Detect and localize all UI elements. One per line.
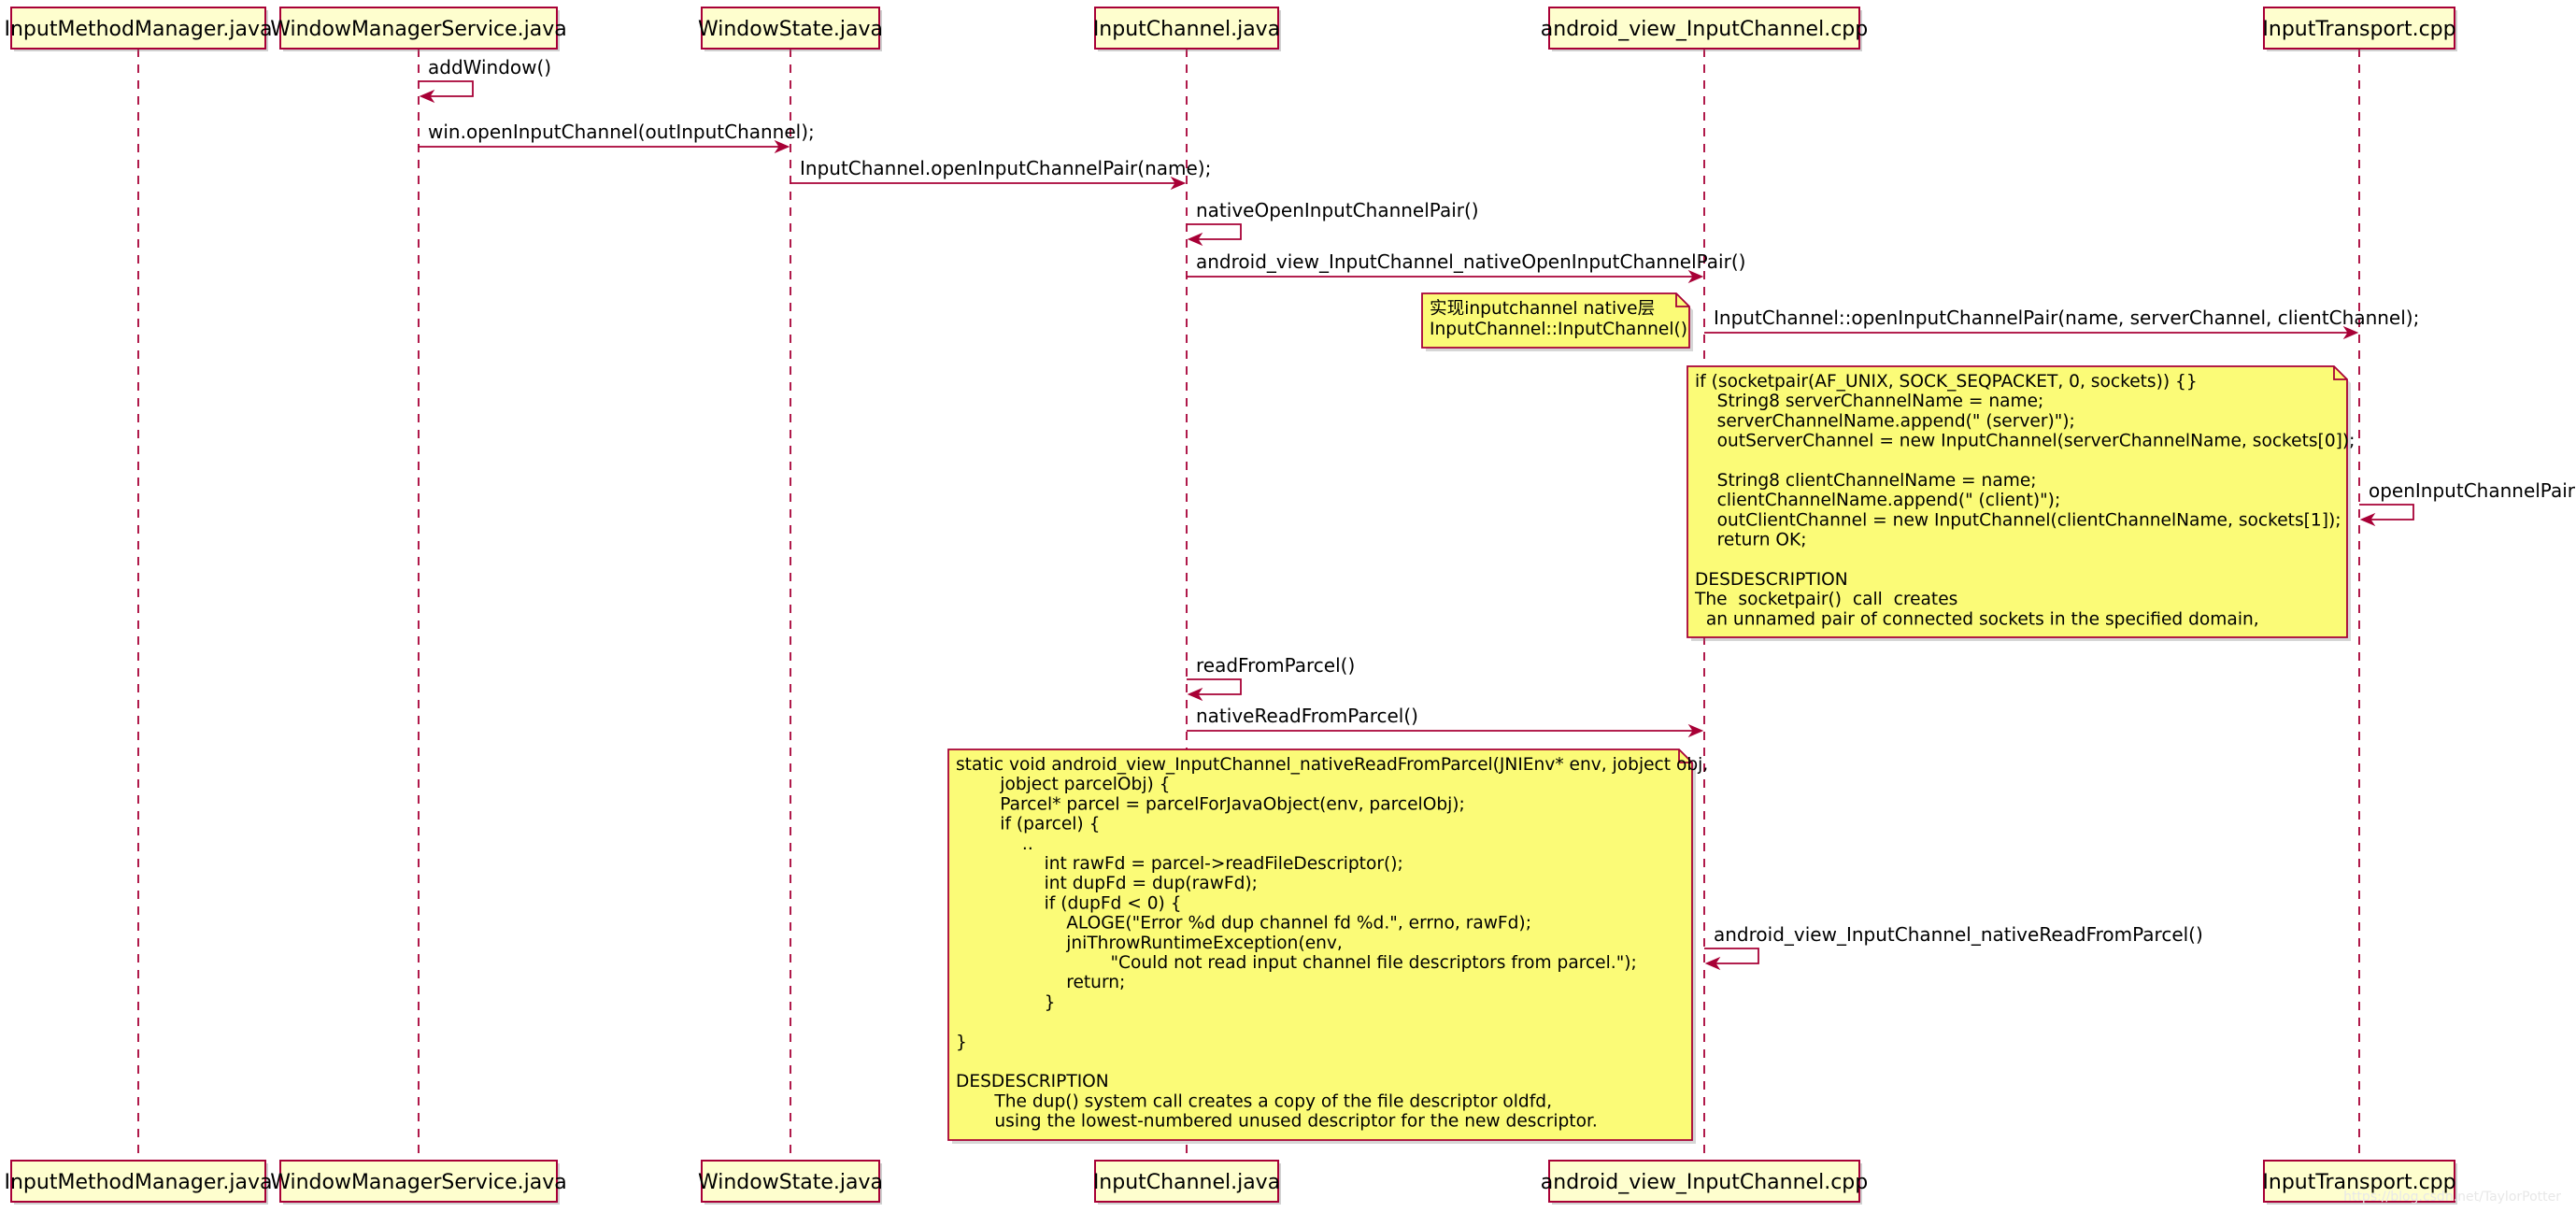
note-text: static void android_view_InputChannel_na… — [956, 755, 1708, 1132]
note-line: static void android_view_InputChannel_na… — [956, 755, 1708, 775]
note-line: an unnamed pair of connected sockets in … — [1695, 609, 2259, 629]
message-android-view-inputchannel-nativereadfromparcel: android_view_InputChannel_nativeReadFrom… — [1704, 923, 2203, 971]
message-label: nativeOpenInputChannelPair() — [1196, 199, 1479, 221]
self-message-arrow — [2359, 504, 2414, 520]
note-line: The socketpair() call creates — [1694, 590, 1957, 609]
participant-label: android_view_InputChannel.cpp — [1541, 1171, 1868, 1194]
note-line: jobject parcelObj) { — [956, 775, 1171, 794]
self-message-arrow — [419, 80, 474, 97]
message-inputchannel-openinputchannelpair-name: InputChannel.openInputChannelPair(name); — [790, 157, 1211, 191]
arrowhead — [1687, 723, 1704, 738]
participant-label: WindowState.java — [698, 1171, 883, 1194]
message-readfromparcel: readFromParcel() — [1187, 654, 1355, 702]
participant-top-inputtransport-cpp: InputTransport.cpp — [2262, 7, 2457, 51]
note-line: return OK; — [1695, 531, 1807, 550]
note-line: Parcel* parcel = parcelForJavaObject(env… — [956, 794, 1465, 814]
note-line: outServerChannel = new InputChannel(serv… — [1695, 432, 2355, 451]
message-label: android_view_InputChannel_nativeReadFrom… — [1714, 923, 2203, 946]
note-line: outClientChannel = new InputChannel(clie… — [1695, 510, 2341, 530]
participant-label: WindowState.java — [698, 18, 883, 41]
note-line: String8 clientChannelName = name; — [1695, 471, 2037, 491]
participant-label: WindowManagerService.java — [270, 1171, 567, 1194]
note-line: int dupFd = dup(rawFd); — [956, 874, 1258, 893]
arrowhead — [2342, 325, 2359, 340]
arrowhead — [1187, 232, 1203, 247]
note-line: DESDESCRIPTION — [956, 1072, 1109, 1091]
participant-top-windowmanagerservice-java: WindowManagerService.java — [270, 7, 567, 51]
participant-label: InputMethodManager.java — [5, 1171, 273, 1194]
note-line: 实现inputchannel native层 — [1430, 299, 1655, 319]
message-label: readFromParcel() — [1196, 654, 1355, 677]
message-label: addWindow() — [428, 56, 551, 78]
participant-label: InputChannel.java — [1093, 18, 1280, 41]
note-line: int rawFd = parcel->readFileDescriptor()… — [956, 854, 1403, 874]
participant-bottom-inputtransport-cpp: InputTransport.cpp — [2262, 1160, 2457, 1205]
arrowhead — [1687, 269, 1704, 284]
note-3: static void android_view_InputChannel_na… — [947, 749, 1708, 1144]
message-openinputchannelpair: openInputChannelPair() — [2359, 479, 2576, 527]
note-line: ALOGE("Error %d dup channel fd %d.", err… — [956, 914, 1531, 934]
note-line: The dup() system call creates a copy of … — [956, 1091, 1552, 1111]
message-label: InputChannel::openInputChannelPair(name,… — [1714, 307, 2419, 329]
message-label: InputChannel.openInputChannelPair(name); — [800, 157, 1211, 179]
participant-top-inputmethodmanager-java: InputMethodManager.java — [5, 7, 273, 51]
note-line: clientChannelName.append(" (client)"); — [1695, 491, 2060, 510]
participant-top-android-view-inputchannel-cpp: android_view_InputChannel.cpp — [1541, 7, 1868, 51]
message-label: nativeReadFromParcel() — [1196, 705, 1418, 727]
message-nativereadfromparcel: nativeReadFromParcel() — [1187, 705, 1704, 738]
participant-label: InputTransport.cpp — [2262, 1171, 2455, 1194]
message-inputchannel-openinputchannelpair-name-serverchannel-clientchannel: InputChannel::openInputChannelPair(name,… — [1704, 307, 2419, 340]
participant-label: InputChannel.java — [1093, 1171, 1280, 1194]
note-line: serverChannelName.append(" (server)"); — [1695, 411, 2075, 431]
self-message-arrow — [1704, 948, 1759, 964]
message-android-view-inputchannel-nativeopeninputchannelpair: android_view_InputChannel_nativeOpenInpu… — [1187, 250, 1745, 284]
self-message-arrow — [1187, 223, 1242, 240]
watermark: https://blog.csdn.net/TaylorPotter — [2343, 1190, 2561, 1205]
participant-top-inputchannel-java: InputChannel.java — [1093, 7, 1281, 51]
note-line: using the lowest-numbered unused descrip… — [956, 1112, 1598, 1132]
message-win-openinputchannel-outinputchannel: win.openInputChannel(outInputChannel); — [419, 121, 815, 154]
note-line: return; — [956, 973, 1125, 992]
participant-bottom-windowstate-java: WindowState.java — [698, 1160, 883, 1205]
note-line: if (dupFd < 0) { — [956, 893, 1182, 913]
note-line: .. — [956, 834, 1033, 854]
note-line: } — [956, 1033, 967, 1052]
note-line: DESDESCRIPTION — [1695, 570, 1848, 590]
arrowhead — [2359, 512, 2376, 527]
arrowhead — [1170, 176, 1187, 191]
participant-bottom-android-view-inputchannel-cpp: android_view_InputChannel.cpp — [1541, 1160, 1868, 1205]
participant-top-windowstate-java: WindowState.java — [698, 7, 883, 51]
note-line: jniThrowRuntimeException(env, — [956, 934, 1343, 953]
self-message-arrow — [1187, 678, 1242, 695]
participant-label: WindowManagerService.java — [270, 18, 567, 41]
participant-bottom-inputmethodmanager-java: InputMethodManager.java — [5, 1160, 273, 1205]
arrowhead — [1704, 956, 1721, 971]
note-line: if (socketpair(AF_UNIX, SOCK_SEQPACKET, … — [1695, 372, 2198, 392]
note-2: if (socketpair(AF_UNIX, SOCK_SEQPACKET, … — [1686, 365, 2355, 641]
arrowhead — [774, 139, 790, 154]
participant-label: InputTransport.cpp — [2262, 18, 2455, 41]
participant-label: InputMethodManager.java — [5, 18, 273, 41]
message-nativeopeninputchannelpair: nativeOpenInputChannelPair() — [1187, 199, 1479, 247]
note-line: "Could not read input channel file descr… — [956, 953, 1637, 973]
message-addwindow: addWindow() — [419, 56, 551, 104]
participant-bottom-inputchannel-java: InputChannel.java — [1093, 1160, 1281, 1205]
message-label: android_view_InputChannel_nativeOpenInpu… — [1196, 250, 1745, 273]
note-line: } — [956, 992, 1055, 1012]
arrowhead — [419, 89, 435, 104]
note-text: if (socketpair(AF_UNIX, SOCK_SEQPACKET, … — [1694, 372, 2355, 629]
message-label: win.openInputChannel(outInputChannel); — [428, 121, 815, 143]
participant-bottom-windowmanagerservice-java: WindowManagerService.java — [270, 1160, 567, 1205]
participant-label: android_view_InputChannel.cpp — [1541, 18, 1868, 41]
note-line: String8 serverChannelName = name; — [1695, 392, 2043, 411]
note-line: if (parcel) { — [956, 815, 1100, 834]
arrowhead — [1187, 687, 1203, 702]
message-label: openInputChannelPair() — [2369, 479, 2576, 502]
note-line: InputChannel::InputChannel() — [1430, 320, 1687, 339]
